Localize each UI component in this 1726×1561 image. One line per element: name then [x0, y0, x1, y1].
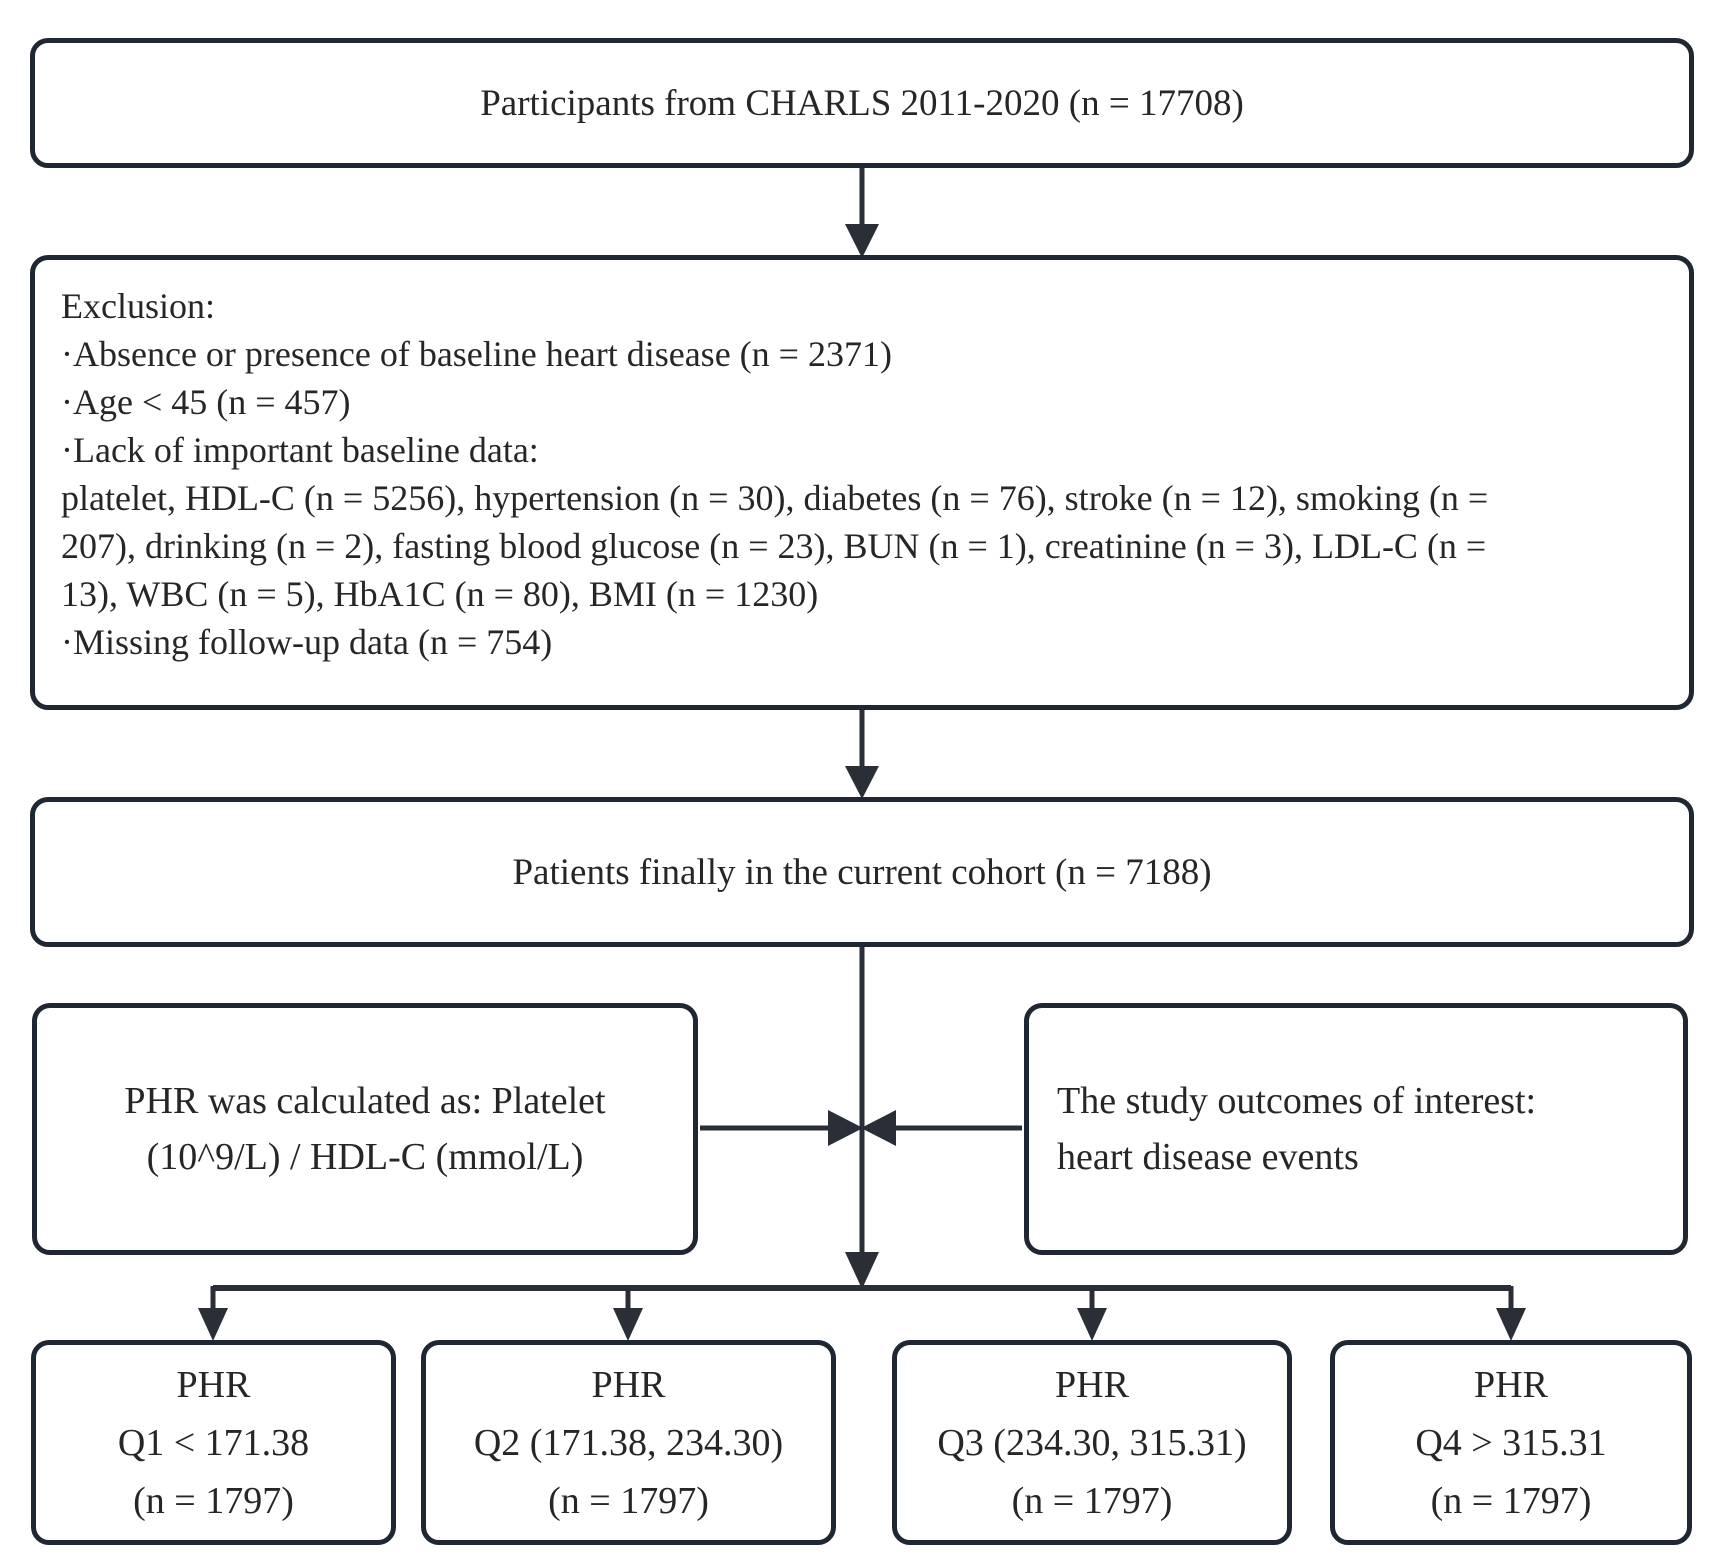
arrow-outcomes-to-center [861, 1110, 1022, 1146]
arrow-branch-to-q3 [1077, 1286, 1107, 1341]
exclusion-line: ·Missing follow-up data (n = 754) [61, 622, 553, 662]
participants-box: Participants from CHARLS 2011-2020 (n = … [30, 38, 1694, 168]
phr-formula-line: (10^9/L) / HDL-C (mmol/L) [146, 1136, 584, 1178]
quartile-box-q2: PHR Q2 (171.38, 234.30) (n = 1797) [421, 1340, 836, 1545]
exclusion-line: platelet, HDL-C (n = 5256), hypertension… [61, 478, 1489, 518]
phr-formula-box: PHR was calculated as: Platelet (10^9/L)… [32, 1003, 698, 1255]
exclusion-line: ·Age < 45 (n = 457) [61, 382, 351, 422]
exclusion-line: ·Absence or presence of baseline heart d… [61, 334, 892, 374]
participants-box-text: Participants from CHARLS 2011-2020 (n = … [480, 82, 1244, 124]
exclusion-line: 207), drinking (n = 2), fasting blood gl… [61, 526, 1487, 566]
arrow-cohort-to-branch [845, 947, 879, 1289]
exclusion-line: Exclusion: [61, 286, 215, 326]
quartile-box-q3: PHR Q3 (234.30, 315.31) (n = 1797) [892, 1340, 1292, 1545]
exclusion-line: ·Lack of important baseline data: [61, 430, 539, 470]
outcomes-box: The study outcomes of interest: heart di… [1024, 1003, 1688, 1255]
arrow-branch-to-q4 [1496, 1286, 1526, 1341]
exclusion-line: 13), WBC (n = 5), HbA1C (n = 80), BMI (n… [61, 574, 819, 614]
arrow-participants-to-exclusion [845, 168, 879, 258]
outcomes-line: heart disease events [1057, 1136, 1359, 1178]
quartile-line: Q4 > 315.31 [1415, 1421, 1607, 1464]
quartile-line: Q2 (171.38, 234.30) [473, 1421, 784, 1464]
quartile-line: (n = 1797) [1430, 1479, 1592, 1522]
exclusion-box: Exclusion: ·Absence or presence of basel… [30, 255, 1694, 710]
phr-formula-line: PHR was calculated as: Platelet [124, 1080, 606, 1122]
quartile-line: Q1 < 171.38 [117, 1421, 310, 1464]
arrow-phr-to-center [700, 1110, 863, 1146]
quartile-line: PHR [1055, 1363, 1129, 1406]
quartile-box-q4: PHR Q4 > 315.31 (n = 1797) [1330, 1340, 1692, 1545]
cohort-box: Patients finally in the current cohort (… [30, 797, 1694, 947]
quartile-box-q1: PHR Q1 < 171.38 (n = 1797) [31, 1340, 396, 1545]
arrow-exclusion-to-cohort [845, 710, 879, 799]
quartile-line: PHR [176, 1363, 251, 1406]
quartile-line: (n = 1797) [1011, 1479, 1173, 1522]
quartile-line: PHR [1474, 1363, 1548, 1406]
quartile-line: PHR [591, 1363, 666, 1406]
arrow-branch-to-q1 [198, 1286, 228, 1341]
arrow-branch-to-q2 [613, 1286, 643, 1341]
quartile-line: (n = 1797) [133, 1479, 294, 1522]
quartile-line: Q3 (234.30, 315.31) [937, 1421, 1247, 1464]
outcomes-line: The study outcomes of interest: [1057, 1080, 1537, 1122]
quartile-line: (n = 1797) [548, 1479, 709, 1522]
cohort-box-text: Patients finally in the current cohort (… [512, 851, 1212, 893]
